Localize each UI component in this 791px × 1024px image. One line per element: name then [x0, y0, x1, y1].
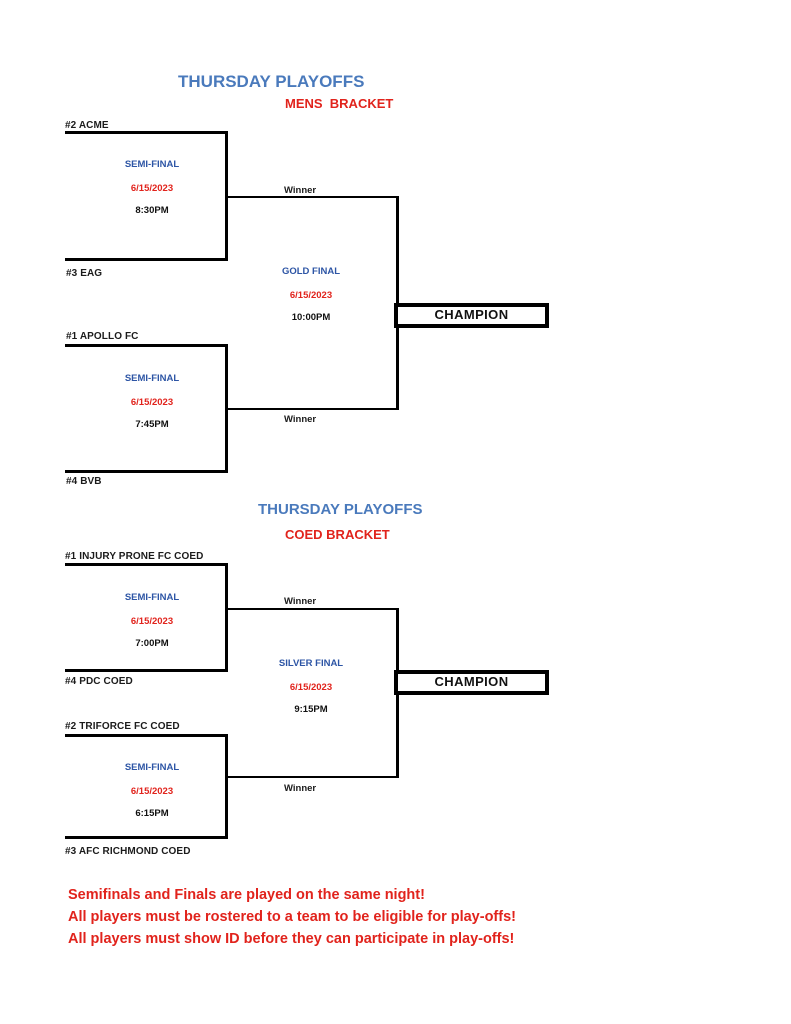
- mens-team-seed2: #2 ACME: [65, 120, 109, 131]
- bracket-line: [65, 344, 228, 347]
- bracket-line-winner: [225, 776, 398, 778]
- mens-semifinal-1-info: SEMI-FINAL 6/15/2023 8:30PM: [94, 159, 210, 216]
- bracket-line-winner: [225, 408, 398, 410]
- coed-champion-box: CHAMPION: [394, 670, 549, 695]
- match-label: SEMI-FINAL: [124, 159, 180, 170]
- match-date: 6/15/2023: [130, 183, 174, 194]
- match-date: 6/15/2023: [130, 616, 174, 627]
- match-time: 6:15PM: [135, 808, 169, 819]
- mens-team-seed3: #3 EAG: [66, 268, 103, 279]
- match-label: SEMI-FINAL: [124, 762, 180, 773]
- bracket-line: [65, 669, 228, 672]
- match-time: 9:15PM: [294, 704, 328, 715]
- bracket-line: [65, 836, 228, 839]
- match-date: 6/15/2023: [130, 786, 174, 797]
- match-label: SEMI-FINAL: [124, 592, 180, 603]
- mens-team-seed4: #4 BVB: [66, 476, 102, 487]
- bracket-line: [225, 563, 228, 672]
- coed-team-seed3: #3 AFC RICHMOND COED: [65, 846, 191, 857]
- match-date: 6/15/2023: [289, 682, 333, 693]
- bracket-line: [65, 258, 228, 261]
- coed-silver-final-info: SILVER FINAL 6/15/2023 9:15PM: [253, 658, 369, 715]
- coed-semifinal-2-info: SEMI-FINAL 6/15/2023 6:15PM: [94, 762, 210, 819]
- coed-semifinal-1-info: SEMI-FINAL 6/15/2023 7:00PM: [94, 592, 210, 649]
- match-label: GOLD FINAL: [281, 266, 341, 277]
- mens-winner-bottom-label: Winner: [284, 414, 317, 425]
- mens-bracket-subtitle: MENS BRACKET: [285, 96, 394, 111]
- coed-bracket-title: THURSDAY PLAYOFFS: [258, 501, 423, 518]
- match-label: SILVER FINAL: [278, 658, 344, 669]
- match-label: SEMI-FINAL: [124, 373, 180, 384]
- mens-semifinal-2-info: SEMI-FINAL 6/15/2023 7:45PM: [94, 373, 210, 430]
- match-time: 8:30PM: [135, 205, 169, 216]
- mens-champion-box: CHAMPION: [394, 303, 549, 328]
- bracket-line: [65, 563, 228, 566]
- bracket-line-winner: [225, 196, 398, 198]
- coed-winner-top-label: Winner: [284, 596, 317, 607]
- mens-winner-top-label: Winner: [284, 185, 317, 196]
- rule-line-3: All players must show ID before they can…: [68, 931, 515, 947]
- rule-line-2: All players must be rostered to a team t…: [68, 909, 516, 925]
- coed-team-seed1: #1 INJURY PRONE FC COED: [65, 551, 204, 562]
- bracket-line: [225, 734, 228, 839]
- coed-team-seed2: #2 TRIFORCE FC COED: [65, 721, 180, 732]
- playoff-rules: Semifinals and Finals are played on the …: [68, 884, 516, 950]
- bracket-line: [65, 131, 228, 134]
- rule-line-1: Semifinals and Finals are played on the …: [68, 887, 425, 903]
- mens-gold-final-info: GOLD FINAL 6/15/2023 10:00PM: [253, 266, 369, 323]
- mens-team-seed1: #1 APOLLO FC: [66, 331, 139, 342]
- match-date: 6/15/2023: [130, 397, 174, 408]
- match-date: 6/15/2023: [289, 290, 333, 301]
- bracket-line: [65, 470, 228, 473]
- coed-winner-bottom-label: Winner: [284, 783, 317, 794]
- bracket-line: [65, 734, 228, 737]
- match-time: 7:00PM: [135, 638, 169, 649]
- mens-bracket-title: THURSDAY PLAYOFFS: [178, 72, 365, 91]
- coed-team-seed4: #4 PDC COED: [65, 676, 133, 687]
- coed-bracket-subtitle: COED BRACKET: [285, 527, 390, 542]
- match-time: 10:00PM: [291, 312, 331, 323]
- bracket-line-winner: [225, 608, 398, 610]
- match-time: 7:45PM: [135, 419, 169, 430]
